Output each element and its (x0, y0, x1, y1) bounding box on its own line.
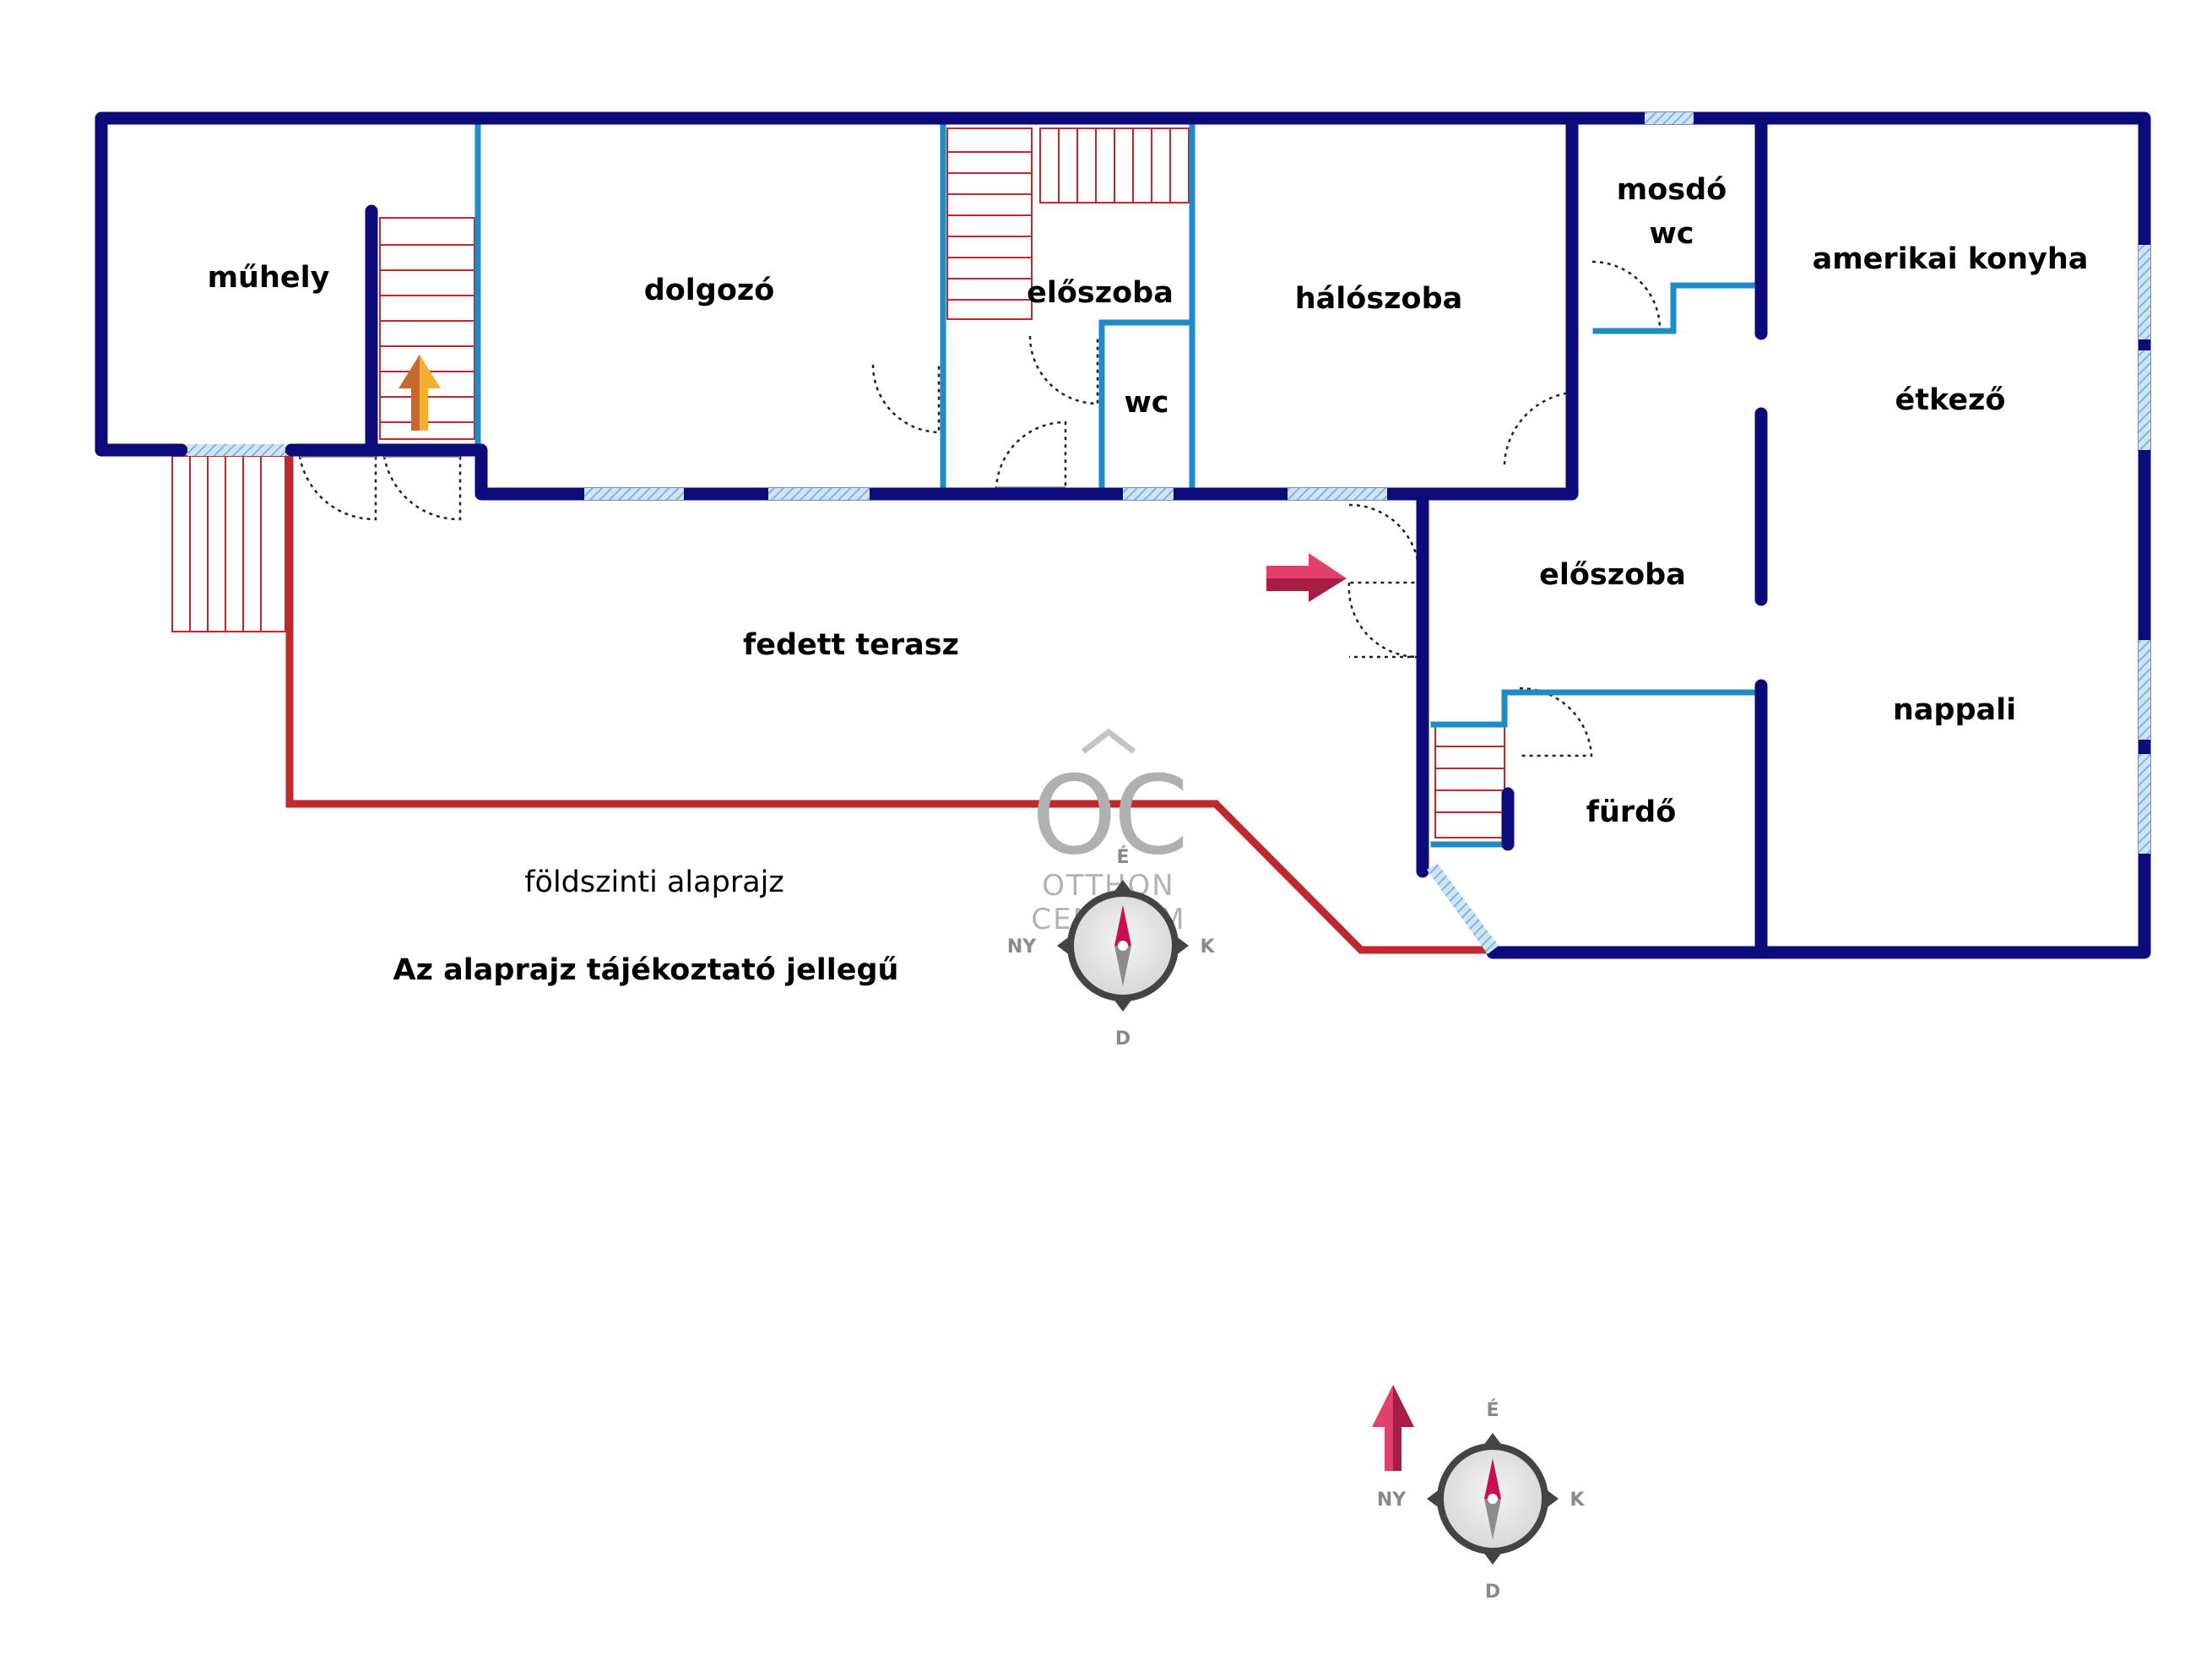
windows (187, 112, 2150, 954)
compass-north-label: É (1116, 846, 1129, 868)
room-label-nappali: nappali (1893, 693, 2016, 727)
room-label-mosdo-wc: wc (1649, 217, 1694, 251)
stairs-furdo (1434, 724, 1505, 838)
compass-needle-south-icon (1114, 946, 1131, 986)
compass: É D K NY (1007, 846, 1216, 1050)
north-arrow (1372, 1385, 1414, 1471)
stairs-outdoor (171, 455, 286, 632)
door-swings (298, 260, 1662, 757)
room-label-eloszoba-east: előszoba (1539, 558, 1686, 592)
compass-south-label: D (1115, 1028, 1130, 1050)
inner-walls (474, 122, 1766, 848)
stair-up-arrow (398, 355, 441, 431)
room-label-mosdo: mosdó (1617, 173, 1727, 207)
compass-west-label: NY (1007, 936, 1037, 958)
room-label-amerikai-konyha: amerikai konyha (1813, 242, 2089, 276)
plan-title: földszinti alaprajz (524, 865, 784, 899)
terrace-outline (285, 456, 1486, 954)
compass-north-label: É (1486, 1399, 1499, 1421)
stairs-eloszoba-west (946, 128, 1033, 320)
compass-needle-south-icon (1484, 1499, 1501, 1539)
logo-roof-icon (1081, 728, 1136, 754)
stairs-eloszoba-north (1039, 128, 1190, 203)
room-label-dolgozo: dolgozó (644, 274, 775, 307)
entry-arrow (1266, 553, 1347, 602)
compass-west-label: NY (1377, 1490, 1407, 1511)
compass-needle-north-icon (1484, 1458, 1501, 1499)
compass: É D K NY (1377, 1399, 1586, 1603)
compass-south-label: D (1485, 1582, 1500, 1603)
outer-walls (95, 111, 2151, 959)
compass-east-label: K (1570, 1490, 1585, 1511)
room-label-muhely: műhely (208, 261, 330, 295)
room-label-wc-north: wc (1124, 386, 1168, 420)
room-label-fedett-terasz: fedett terasz (743, 628, 959, 662)
plan-disclaimer: Az alaprajz tájékoztató jellegű (393, 953, 899, 987)
room-label-haloszoba: hálószoba (1295, 282, 1463, 316)
room-label-furdo: fürdő (1586, 795, 1677, 829)
room-label-etkezo: étkező (1895, 383, 2006, 417)
room-labels: műhely dolgozó előszoba wc hálószoba mos… (208, 173, 2089, 829)
logo-mark: OC (1032, 753, 1185, 879)
compass-east-label: K (1200, 936, 1215, 958)
stairs-muhely (379, 217, 475, 440)
room-label-eloszoba-north: előszoba (1027, 276, 1174, 310)
compass-needle-north-icon (1114, 905, 1131, 946)
